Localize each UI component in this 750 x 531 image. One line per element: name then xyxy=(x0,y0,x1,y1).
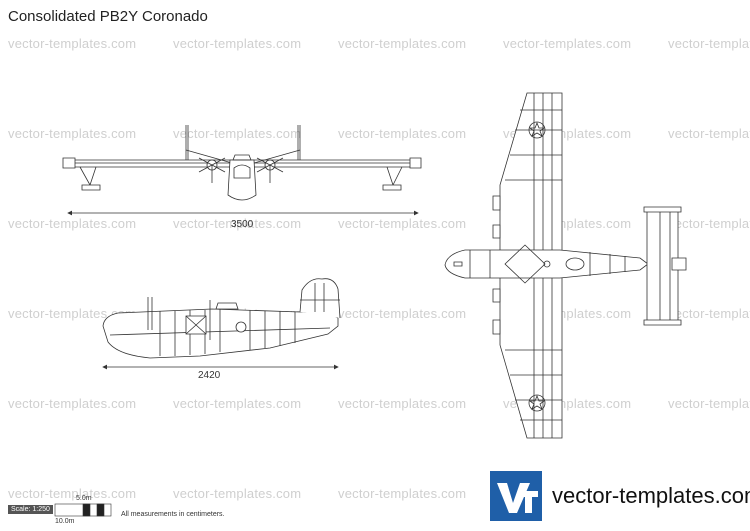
span-dimension-label: 3500 xyxy=(231,219,254,230)
length-dimension-label: 2420 xyxy=(198,370,221,381)
measurement-note: All measurements in centimeters. xyxy=(121,511,225,518)
watermark-text: vector-templates.com xyxy=(173,126,302,141)
watermark-text: vector-templates.com xyxy=(668,126,750,141)
watermark-text: vector-templates.com xyxy=(338,306,467,321)
watermark-text: vector-templates.com xyxy=(173,486,302,501)
watermark-text: vector-templates.com xyxy=(8,126,137,141)
watermark-text: vector-templates.com xyxy=(338,486,467,501)
watermark-text: vector-templates.com xyxy=(8,36,137,51)
watermark-text: vector-templates.com xyxy=(668,36,750,51)
watermark-text: vector-templates.com xyxy=(338,216,467,231)
scale-bar xyxy=(54,503,112,517)
watermark-text: vector-templates.com xyxy=(338,126,467,141)
watermark-text: vector-templates.com xyxy=(338,396,467,411)
top-view xyxy=(444,92,687,439)
scale-label: Scale: 1:250 xyxy=(8,505,53,514)
scale-five-meter-label: 5.0m xyxy=(76,495,92,502)
scale-ten-meter-label: 10.0m xyxy=(55,518,75,525)
watermark-text: vector-templates.com xyxy=(173,216,302,231)
page-title: Consolidated PB2Y Coronado xyxy=(8,8,208,25)
watermark-text: vector-templates.com xyxy=(8,486,137,501)
watermark-text: vector-templates.com xyxy=(668,396,750,411)
side-view xyxy=(102,278,341,359)
front-view xyxy=(62,125,422,201)
watermark-text: vector-templates.com xyxy=(668,216,750,231)
watermark-text: vector-templates.com xyxy=(338,36,467,51)
watermark-text: vector-templates.com xyxy=(8,216,137,231)
watermark-text: vector-templates.com xyxy=(173,36,302,51)
logo-text: vector-templates.com xyxy=(552,483,750,508)
watermark-text: vector-templates.com xyxy=(668,306,750,321)
watermark-text: vector-templates.com xyxy=(503,36,632,51)
watermark-text: vector-templates.com xyxy=(8,396,137,411)
watermark-text: vector-templates.com xyxy=(173,396,302,411)
watermark-text: vector-templates.com xyxy=(8,306,137,321)
vt-logo-icon xyxy=(490,471,542,521)
